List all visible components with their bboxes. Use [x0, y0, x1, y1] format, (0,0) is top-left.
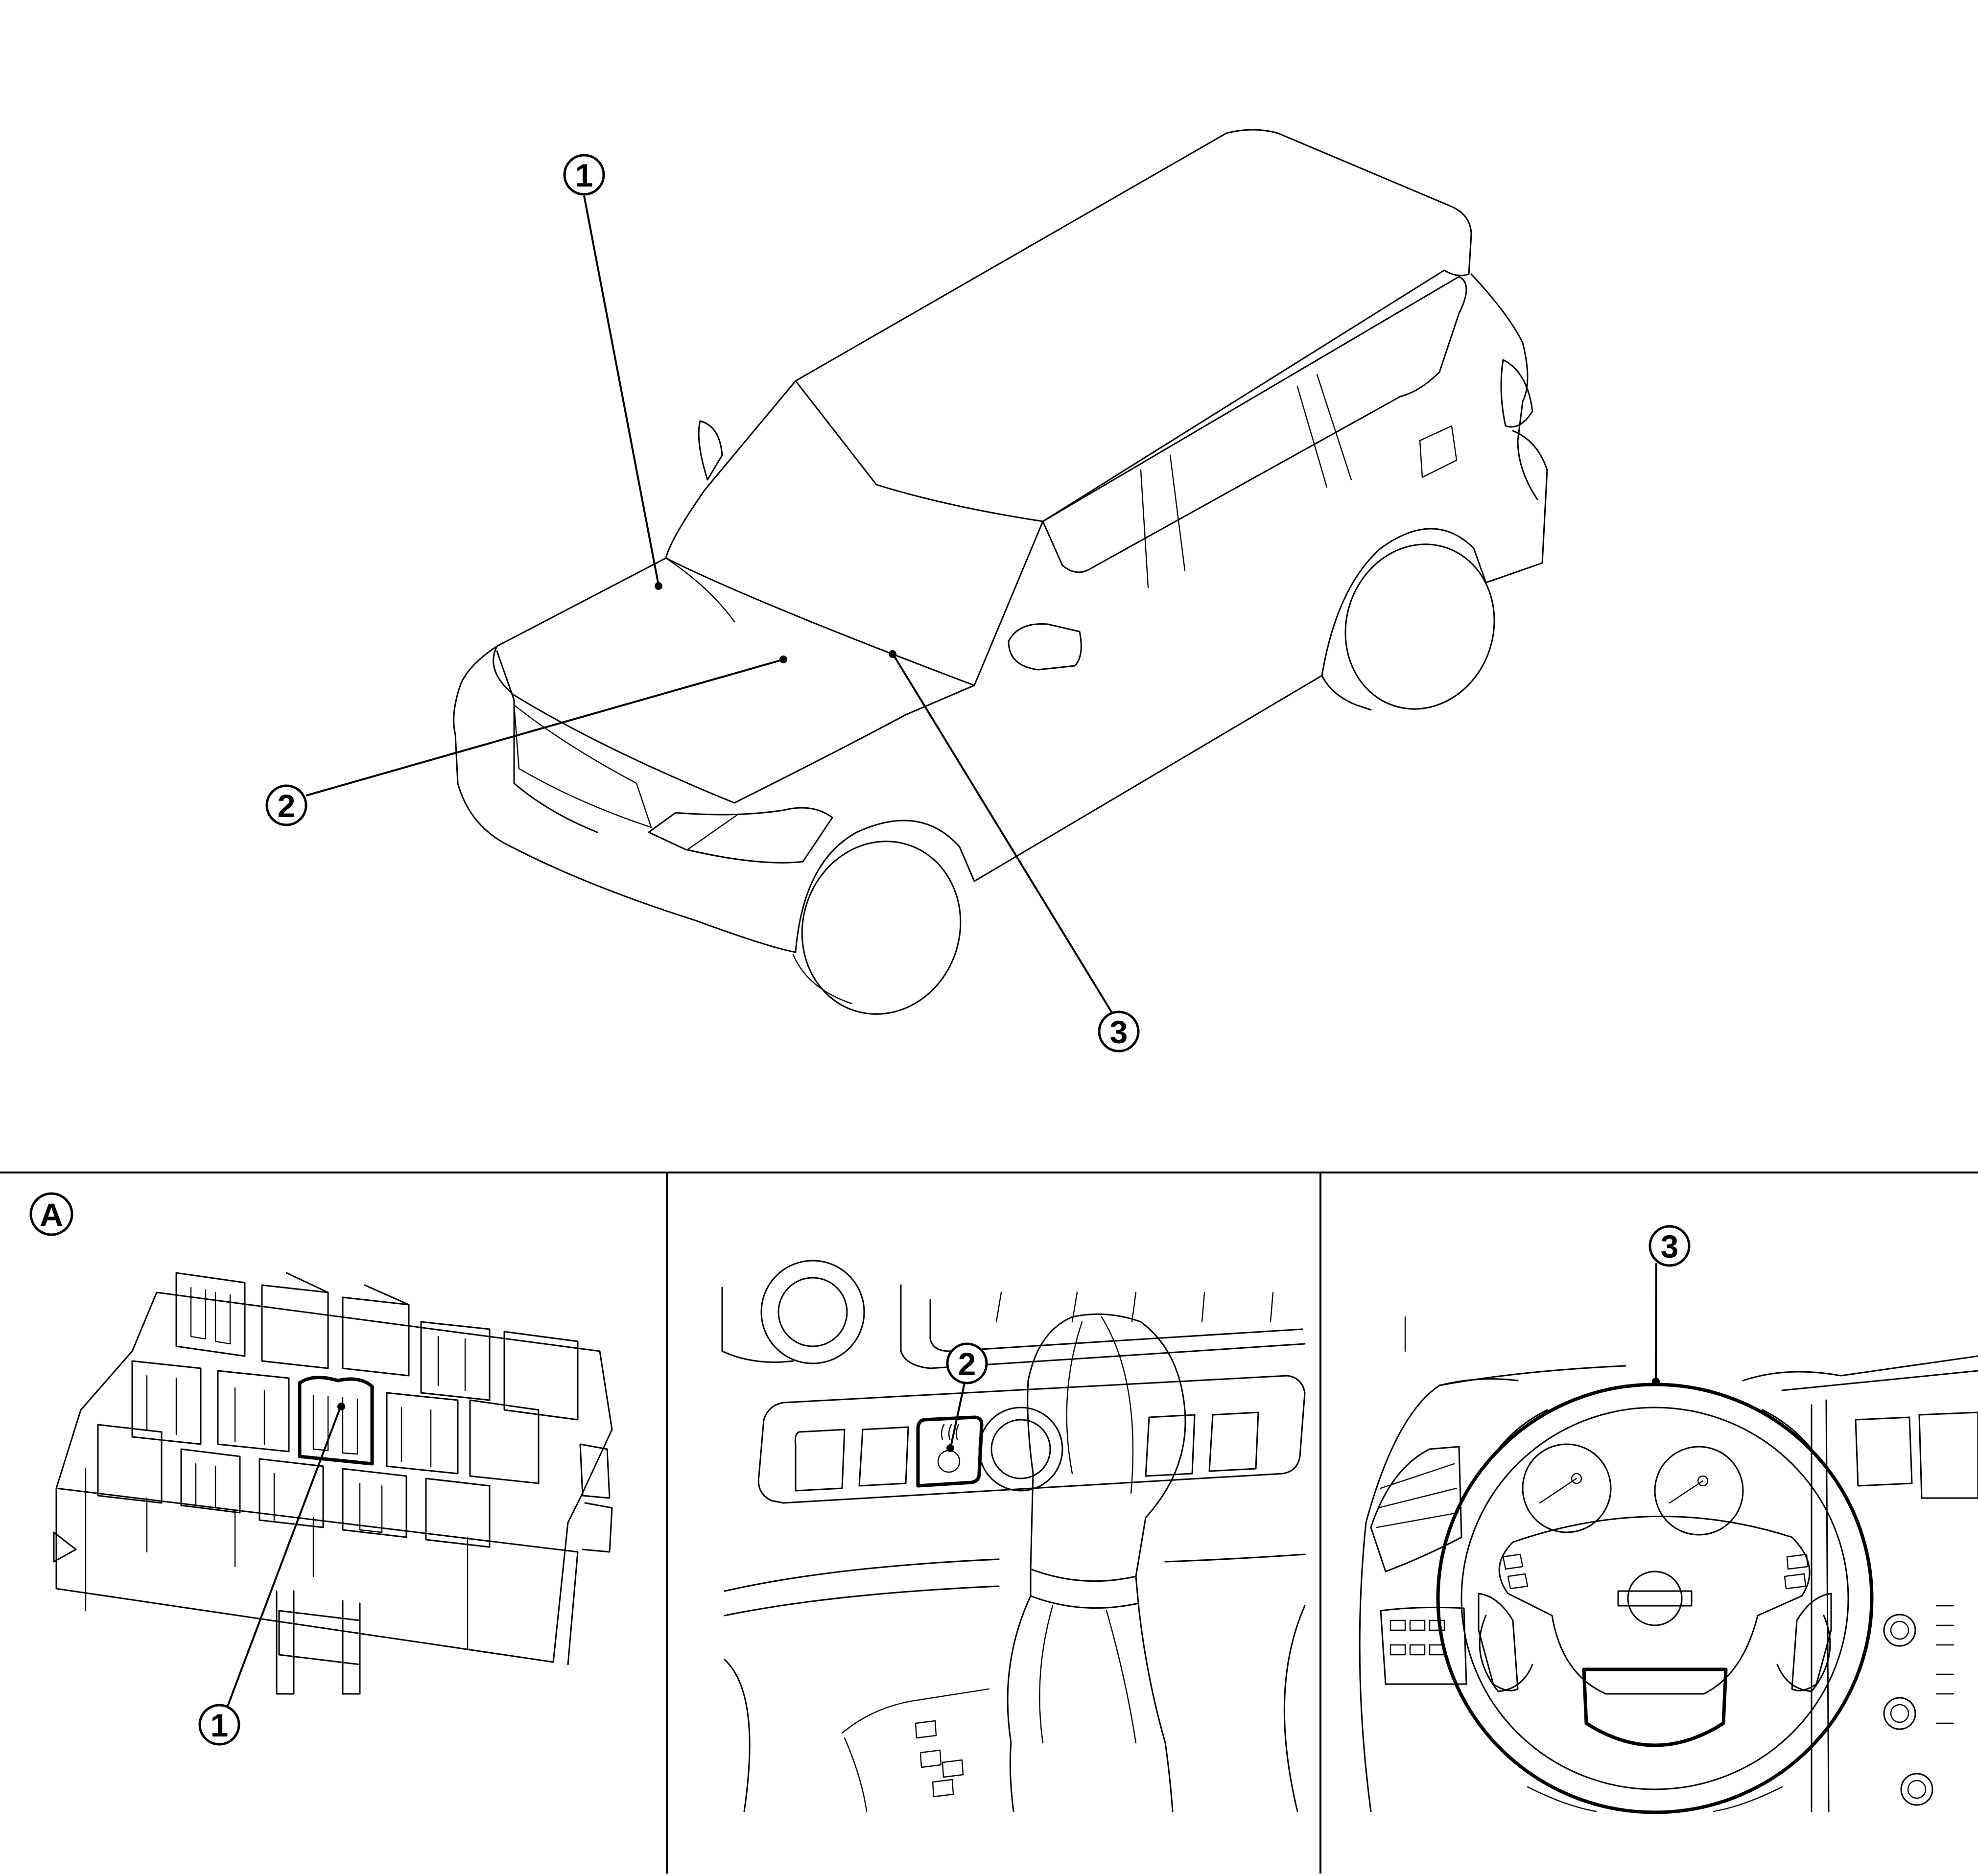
panel-3-callout-3: 3 — [1648, 1225, 1691, 1267]
panel-2-callout-2: 2 — [946, 1342, 988, 1384]
overview-leader-lines — [306, 195, 1113, 1014]
svg-text:3: 3 — [1661, 1228, 1679, 1265]
steering-wheel-illustration — [1359, 1316, 1978, 1814]
panel-a-label: A — [29, 1192, 73, 1236]
center-console-illustration — [721, 1260, 1306, 1812]
panel-a-leader — [227, 1403, 345, 1707]
svg-text:1: 1 — [211, 1707, 229, 1743]
svg-text:3: 3 — [1110, 1014, 1128, 1050]
panel-3-leader — [1652, 1263, 1660, 1385]
svg-text:2: 2 — [958, 1346, 976, 1382]
panel-2-leader — [946, 1383, 965, 1452]
relay-box-illustration — [53, 1272, 613, 1695]
panel-frame — [0, 1172, 1978, 1874]
overview-callout-2: 2 — [265, 784, 307, 826]
svg-text:2: 2 — [278, 788, 296, 824]
svg-text:A: A — [40, 1196, 63, 1233]
vehicle-overview-illustration — [453, 129, 1548, 1015]
svg-text:1: 1 — [575, 157, 593, 193]
overview-callout-1: 1 — [563, 154, 605, 196]
panel-a-callout-1: 1 — [198, 1704, 240, 1746]
overview-callout-3: 3 — [1098, 1010, 1140, 1053]
